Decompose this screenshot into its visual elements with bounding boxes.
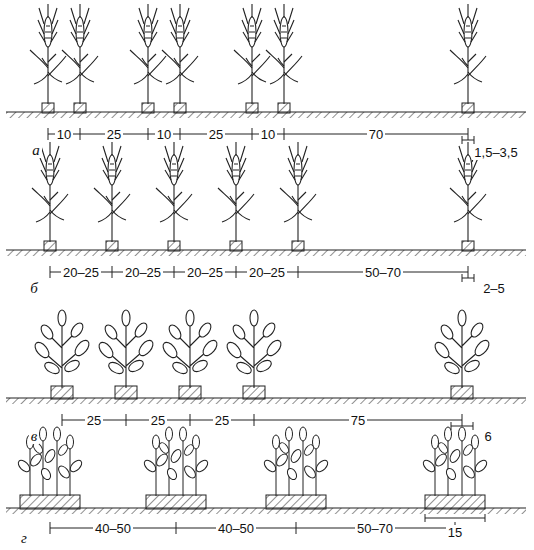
dimension-label: 1,5–3,5 [472, 145, 519, 160]
dimension-label: 10 [55, 127, 73, 142]
dimension-label: 70 [367, 127, 385, 142]
dimension-label: 50–70 [355, 521, 395, 536]
panel-letter: б [28, 281, 40, 296]
dimension-label: 10 [259, 127, 277, 142]
dimension-label: 20–25 [61, 265, 101, 280]
dimension-label: 25 [85, 413, 103, 428]
dimension-label: 20–25 [247, 265, 287, 280]
dimension-label: 20–25 [123, 265, 163, 280]
dimension-label: 40–50 [216, 521, 256, 536]
panel-letter: а [30, 143, 42, 158]
panel-letter: г [19, 531, 29, 546]
dimension-label: 15 [446, 525, 464, 540]
dimension-label: 25 [149, 413, 167, 428]
dimension-label: 20–25 [185, 265, 225, 280]
dimension-label: 6 [482, 429, 493, 444]
panel-letter: в [29, 429, 40, 444]
dimension-label: 10 [155, 127, 173, 142]
dimension-label: 25 [207, 127, 225, 142]
dimension-label: 2–5 [481, 281, 507, 296]
dimension-label: 75 [349, 413, 367, 428]
dimension-label: 25 [213, 413, 231, 428]
dimension-label: 25 [105, 127, 123, 142]
dimension-label: 40–50 [93, 521, 133, 536]
dimension-label: 50–70 [363, 265, 403, 280]
